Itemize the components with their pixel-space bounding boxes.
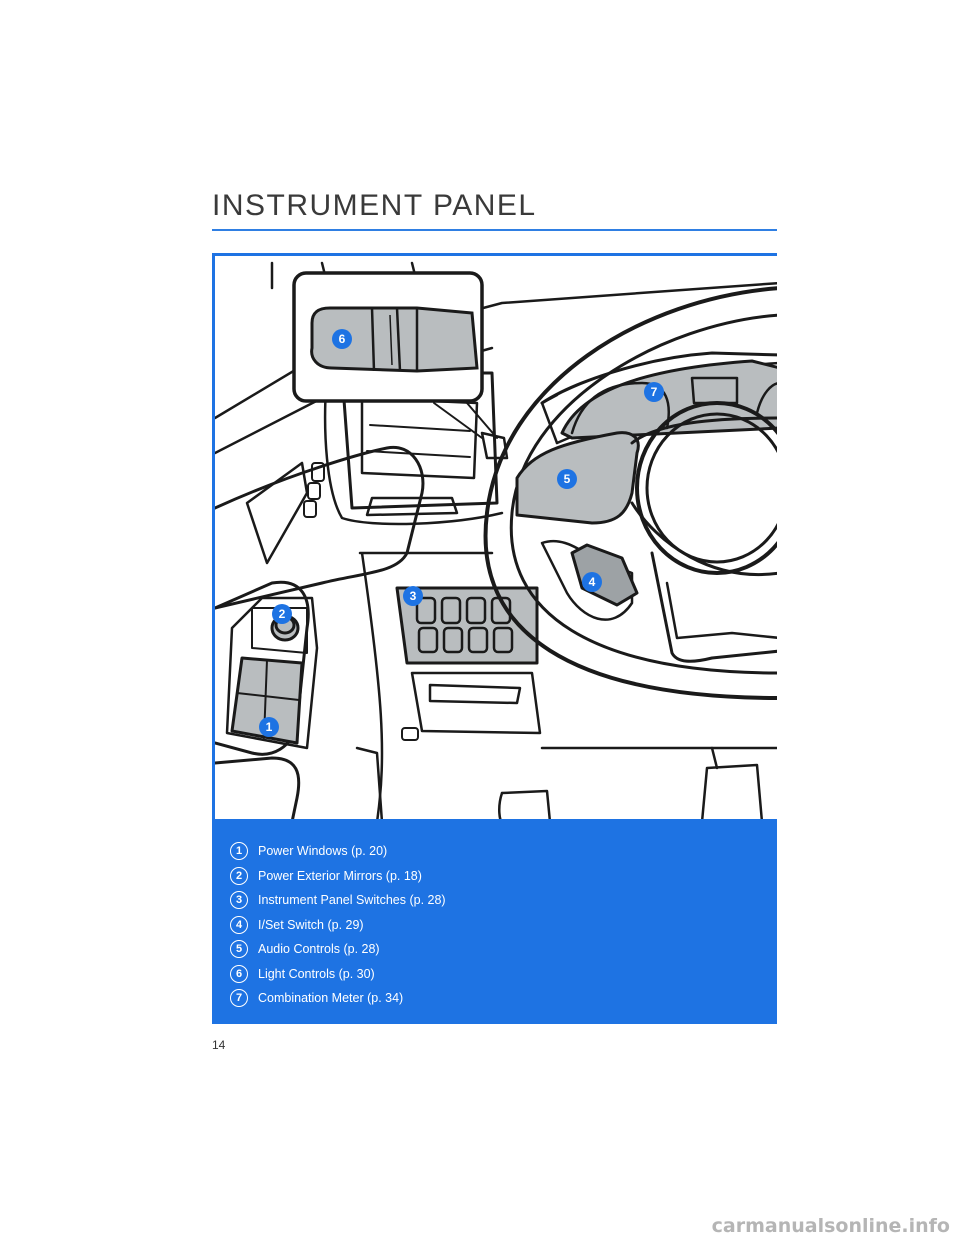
legend-label: Power Windows (p. 20) bbox=[258, 844, 388, 859]
callout-5: 5 bbox=[564, 472, 571, 486]
legend-item: 3 Instrument Panel Switches (p. 28) bbox=[230, 888, 446, 913]
legend-number: 7 bbox=[230, 989, 248, 1008]
callout-3: 3 bbox=[410, 589, 417, 603]
legend-number: 6 bbox=[230, 964, 248, 983]
callout-1: 1 bbox=[266, 720, 273, 734]
legend-label: Light Controls (p. 30) bbox=[258, 966, 375, 981]
legend-item: 1 Power Windows (p. 20) bbox=[230, 839, 446, 864]
legend-label: Instrument Panel Switches (p. 28) bbox=[258, 893, 446, 908]
legend-number: 2 bbox=[230, 866, 248, 885]
legend-label: Combination Meter (p. 34) bbox=[258, 991, 404, 1006]
instrument-panel-illustration: 6 7 5 4 3 2 1 bbox=[212, 253, 777, 819]
legend-list: 1 Power Windows (p. 20) 2 Power Exterior… bbox=[230, 839, 446, 1011]
legend-label: Power Exterior Mirrors (p. 18) bbox=[258, 868, 422, 883]
callout-4: 4 bbox=[589, 575, 596, 589]
watermark[interactable]: carmanualsonline.info bbox=[711, 1215, 950, 1237]
legend-item: 7 Combination Meter (p. 34) bbox=[230, 986, 446, 1011]
page-title: INSTRUMENT PANEL bbox=[212, 189, 537, 222]
callout-legend: 1 Power Windows (p. 20) 2 Power Exterior… bbox=[212, 819, 777, 1024]
page-number: 14 bbox=[212, 1038, 226, 1052]
legend-number: 3 bbox=[230, 891, 248, 910]
legend-item: 5 Audio Controls (p. 28) bbox=[230, 937, 446, 962]
callout-7: 7 bbox=[651, 385, 658, 399]
legend-label: Audio Controls (p. 28) bbox=[258, 942, 380, 957]
legend-number: 1 bbox=[230, 842, 248, 861]
legend-item: 2 Power Exterior Mirrors (p. 18) bbox=[230, 864, 446, 889]
legend-number: 4 bbox=[230, 915, 248, 934]
legend-item: 4 I/Set Switch (p. 29) bbox=[230, 913, 446, 938]
callout-6: 6 bbox=[339, 332, 346, 346]
legend-item: 6 Light Controls (p. 30) bbox=[230, 962, 446, 987]
callout-2: 2 bbox=[279, 607, 286, 621]
legend-label: I/Set Switch (p. 29) bbox=[258, 917, 364, 932]
title-rule bbox=[212, 229, 777, 231]
legend-number: 5 bbox=[230, 940, 248, 959]
